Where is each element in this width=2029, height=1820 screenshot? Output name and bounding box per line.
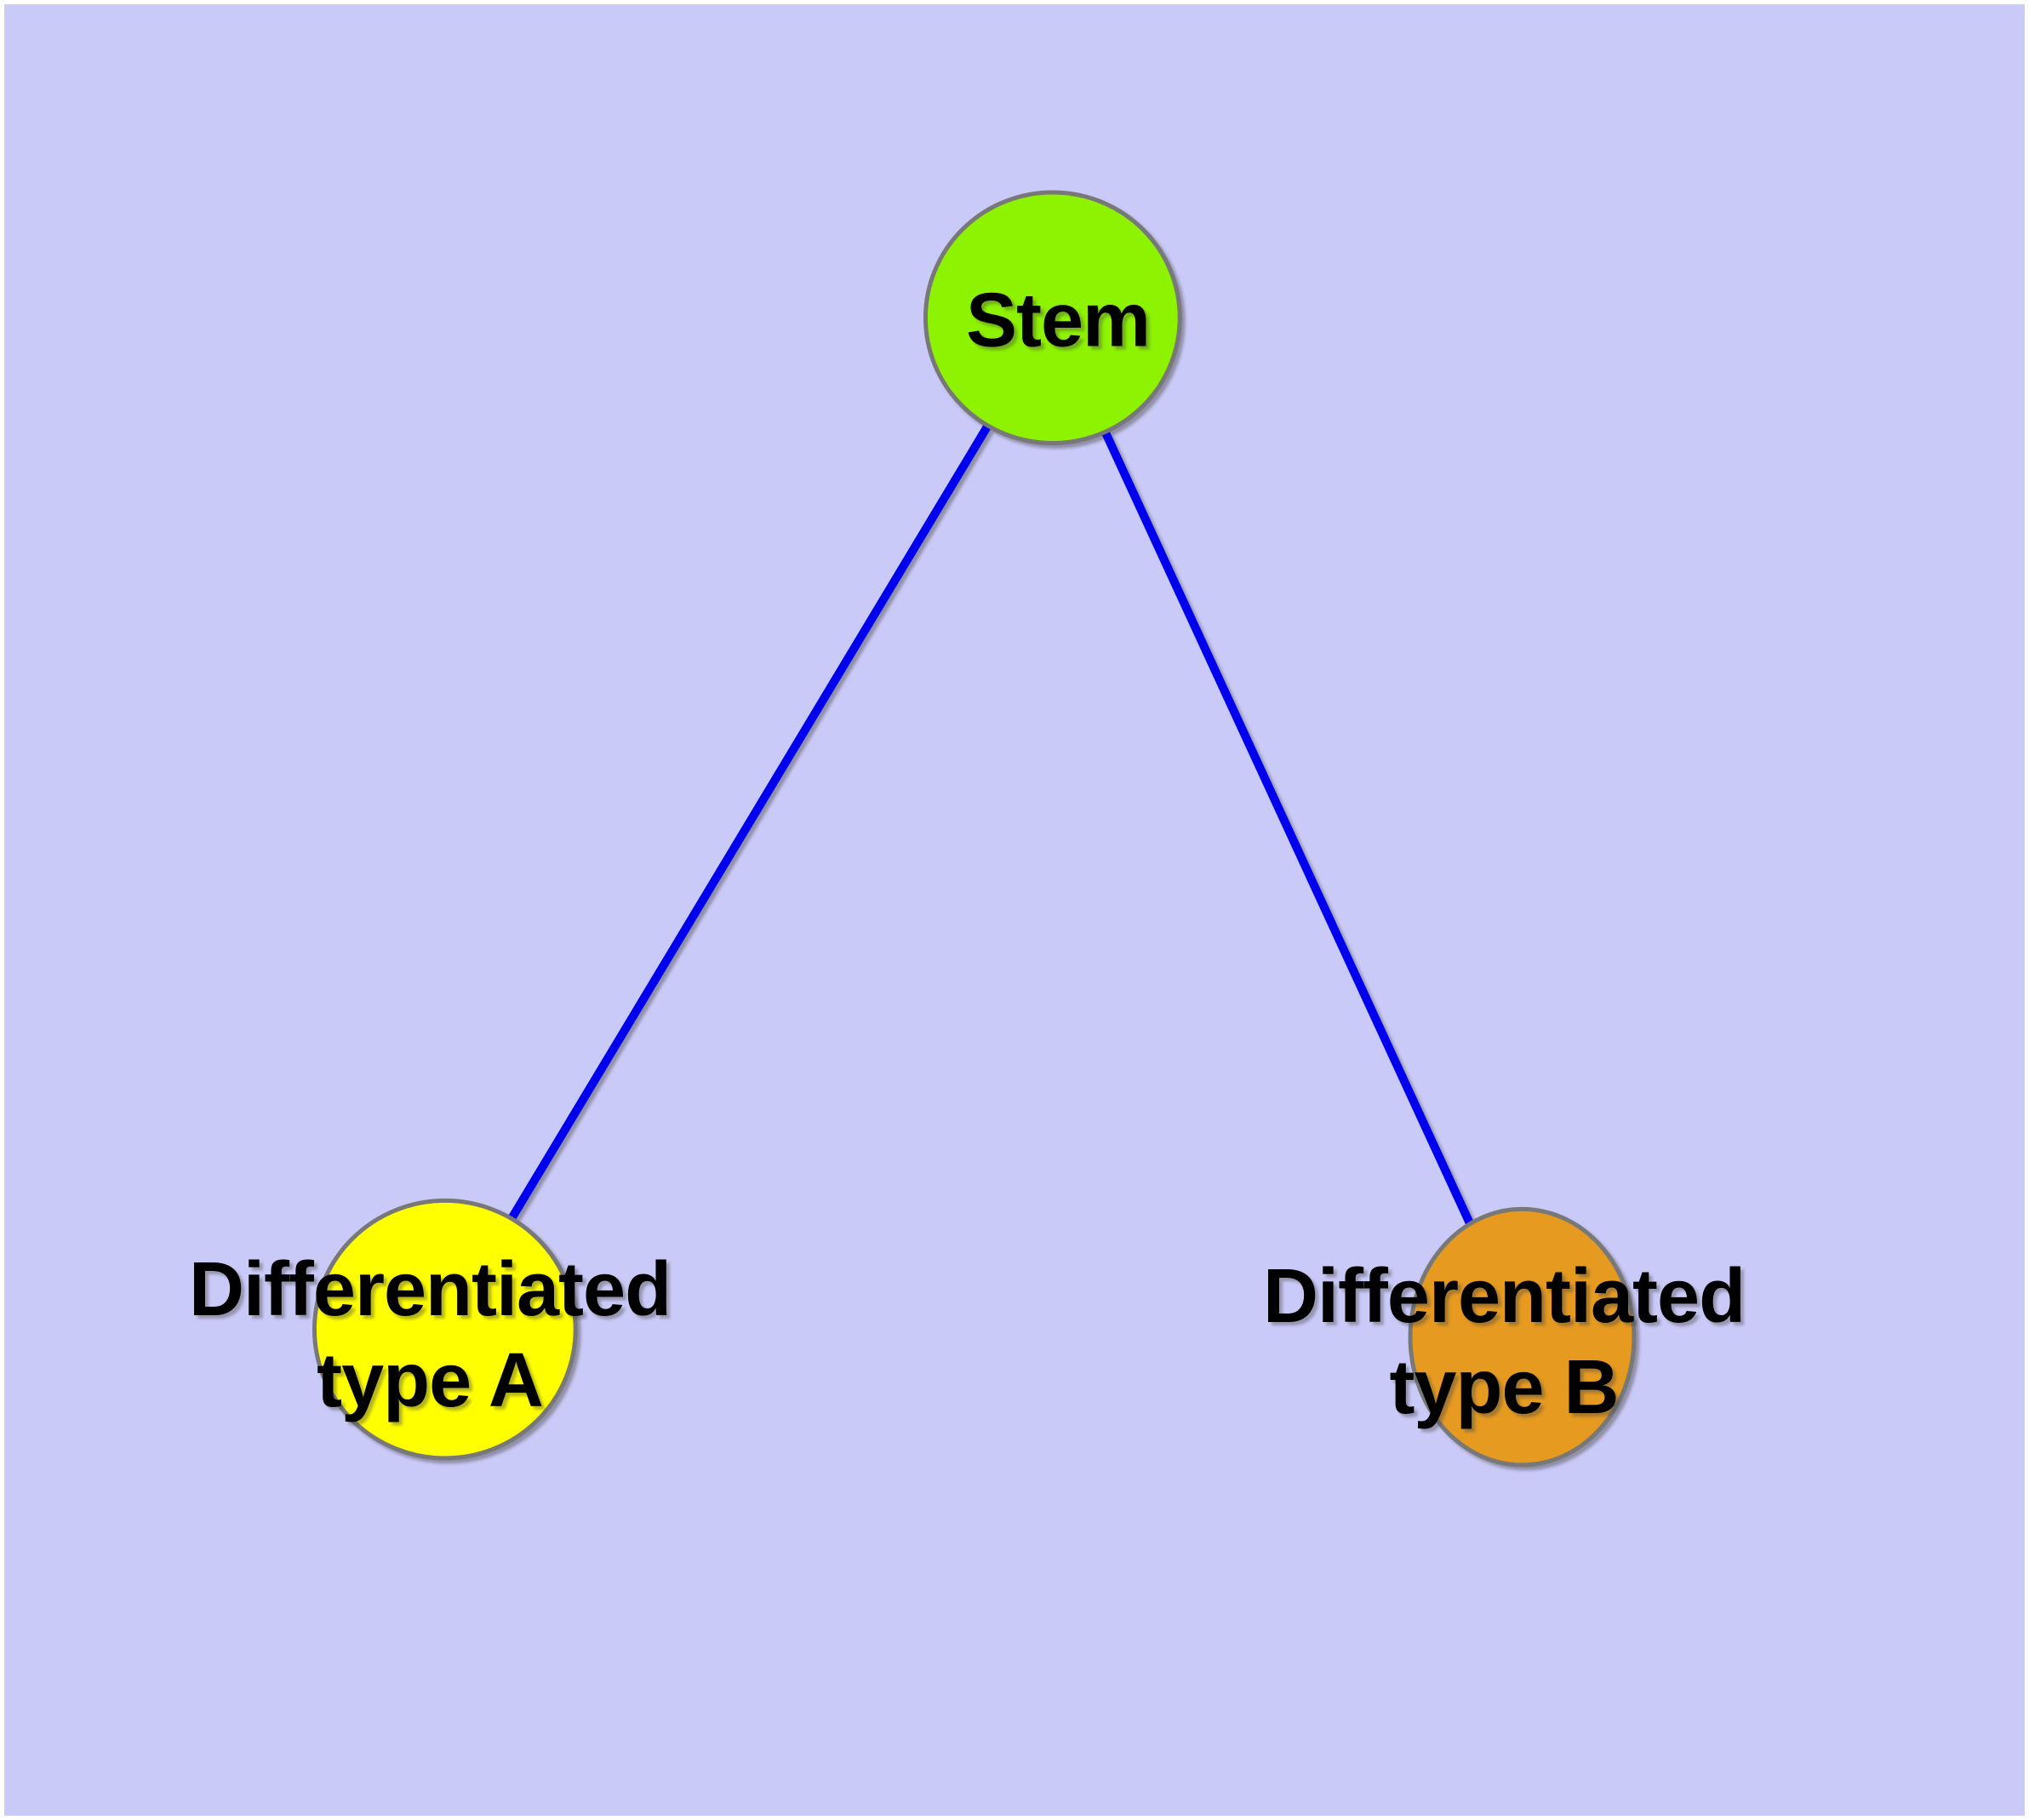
type-b-label-line2: type B (1389, 1345, 1619, 1430)
edge-stem-to-type-b (1049, 316, 1527, 1339)
type-a-node-circle (311, 1198, 578, 1461)
edge-stem-to-type-a (441, 315, 1057, 1332)
type-b-node-label: Differentiated type B (1262, 1251, 1746, 1434)
type-b-node-circle (1408, 1206, 1637, 1468)
type-a-node-label: Differentiated type A (188, 1245, 672, 1427)
type-a-label-line2: type A (317, 1338, 544, 1423)
graph-svg (311, 190, 1637, 1468)
type-a-label-line1: Differentiated (188, 1246, 672, 1332)
stem-node-label: Stem (965, 275, 1151, 366)
stem-node-circle (923, 190, 1182, 446)
stem-label-text: Stem (965, 278, 1151, 363)
diagram-canvas: Stem Differentiated type A Differentiate… (4, 4, 2025, 1816)
type-b-label-line1: Differentiated (1262, 1253, 1746, 1339)
